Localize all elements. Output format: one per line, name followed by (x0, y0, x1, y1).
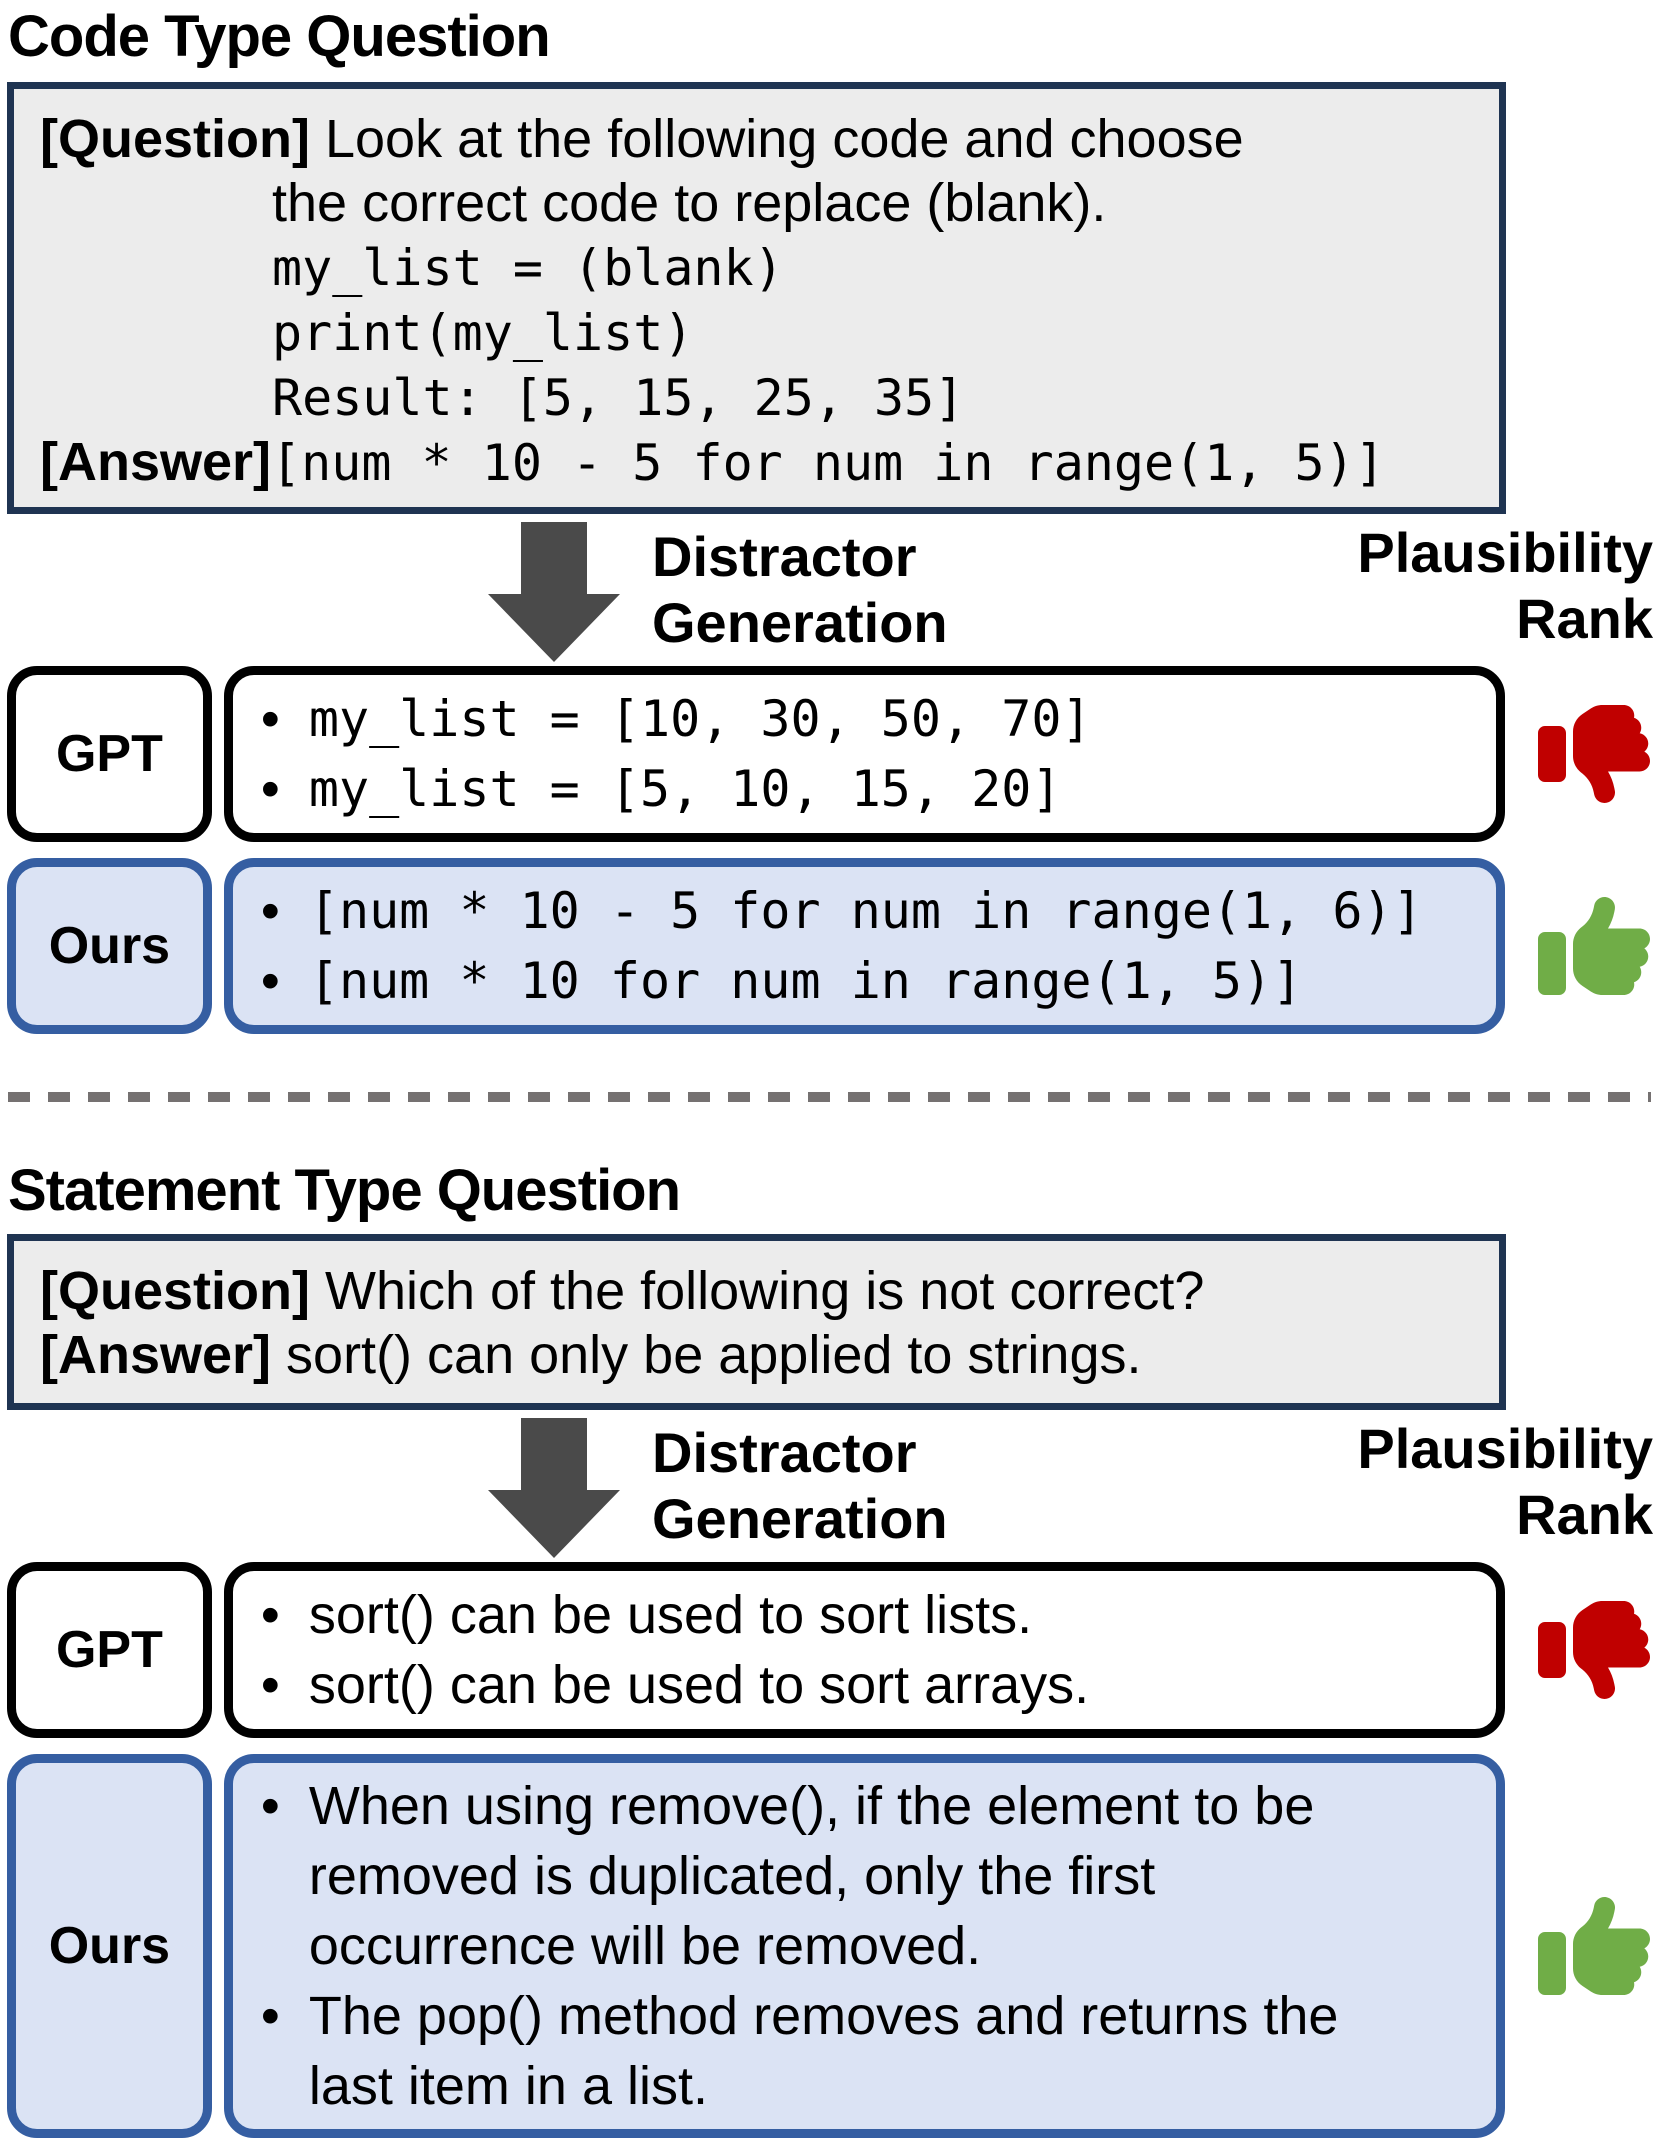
thumbs-up-icon (1538, 1896, 1650, 1995)
section-divider (8, 1092, 1651, 1102)
bullet-icon (261, 687, 309, 751)
bullet-icon (261, 949, 309, 1013)
list-item: [num * 10 - 5 for num in range(1, 6)] (261, 879, 1468, 943)
distractor-text: [num * 10 - 5 for num in range(1, 6)] (308, 882, 1423, 940)
list-item: my_list = [10, 30, 50, 70] (261, 687, 1468, 751)
list-item: [num * 10 for num in range(1, 5)] (261, 949, 1468, 1013)
ours-distractor-list: When using remove(), if the element to b… (223, 1754, 1505, 2138)
plausibility-rank-label: Plausibility Rank (1357, 520, 1653, 652)
list-item: When using remove(), if the element to b… (261, 1771, 1468, 1981)
answer-line: [Answer] sort() can only be applied to s… (40, 1323, 1475, 1387)
list-item: my_list = [5, 10, 15, 20] (261, 757, 1468, 821)
ours-row-statement: Ours When using remove(), if the element… (7, 1754, 1659, 2138)
distractor-label-line1: Distractor (652, 1421, 917, 1484)
question-text: Look at the following code and choose (324, 109, 1244, 169)
distractor-text: my_list = [10, 30, 50, 70] (308, 690, 1092, 748)
answer-line: [Answer][num * 10 - 5 for num in range(1… (40, 430, 1475, 495)
down-arrow-icon (488, 1418, 620, 1558)
question-tag: [Question] (40, 109, 325, 169)
question-tag: [Question] (40, 1261, 325, 1321)
ours-row-code: Ours [num * 10 - 5 for num in range(1, 6… (7, 858, 1659, 1034)
bullet-icon (261, 1653, 309, 1717)
thumbs-down-icon (1538, 1601, 1650, 1700)
verdict-cell (1529, 1562, 1659, 1738)
question-line: print(my_list) (40, 300, 1475, 365)
question-line: [Question] Look at the following code an… (40, 107, 1475, 171)
answer-tag: [Answer] (40, 1325, 287, 1385)
question-box-statement: [Question] Which of the following is not… (7, 1234, 1506, 1410)
plausibility-label-line1: Plausibility (1357, 1417, 1653, 1480)
distractor-text: [num * 10 for num in range(1, 5)] (308, 952, 1303, 1010)
thumbs-up-icon (1538, 896, 1650, 995)
distractor-generation-row: Distractor Generation Plausibility Rank (0, 520, 1659, 666)
question-text: Which of the following is not correct? (324, 1261, 1205, 1321)
question-line: [Question] Which of the following is not… (40, 1259, 1475, 1323)
code-line: print(my_list) (272, 304, 694, 362)
ours-distractor-list: [num * 10 - 5 for num in range(1, 6)] [n… (223, 858, 1505, 1034)
question-box-code: [Question] Look at the following code an… (7, 82, 1506, 514)
answer-code: [num * 10 - 5 for num in range(1, 5)] (271, 434, 1385, 492)
gpt-label: GPT (7, 666, 212, 842)
answer-tag: [Answer] (40, 432, 272, 492)
list-item: sort() can be used to sort lists. (261, 1583, 1468, 1647)
gpt-row-code: GPT my_list = [10, 30, 50, 70] my_list =… (7, 666, 1659, 842)
plausibility-rank-label: Plausibility Rank (1357, 1416, 1653, 1548)
bullet-icon (261, 1771, 309, 1841)
distractor-text: sort() can be used to sort lists. (308, 1585, 1033, 1645)
question-line: the correct code to replace (blank). (40, 171, 1475, 235)
bullet-icon (261, 1583, 309, 1647)
gpt-label: GPT (7, 1562, 212, 1738)
code-line: Result: [5, 15, 25, 35] (272, 369, 965, 427)
question-line: Result: [5, 15, 25, 35] (40, 365, 1475, 430)
gpt-row-statement: GPT sort() can be used to sort lists. so… (7, 1562, 1659, 1738)
plausibility-label-line2: Rank (1516, 1483, 1653, 1546)
list-item: The pop() method removes and returns the… (261, 1981, 1468, 2121)
verdict-cell (1529, 1754, 1659, 2138)
down-arrow-icon (488, 522, 620, 662)
distractor-generation-row: Distractor Generation Plausibility Rank (0, 1416, 1659, 1562)
gpt-distractor-list: my_list = [10, 30, 50, 70] my_list = [5,… (223, 666, 1505, 842)
question-line: my_list = (blank) (40, 235, 1475, 300)
verdict-cell (1529, 858, 1659, 1034)
distractor-label-line2: Generation (652, 591, 948, 654)
distractor-text: sort() can be used to sort arrays. (308, 1655, 1090, 1715)
code-line: my_list = (blank) (272, 239, 784, 297)
bullet-icon (261, 879, 309, 943)
distractor-text: When using remove(), if the element to b… (308, 1776, 1315, 1976)
section-title-statement-type: Statement Type Question (8, 1158, 681, 1223)
distractor-generation-label: Distractor Generation (652, 1420, 948, 1552)
list-item: sort() can be used to sort arrays. (261, 1653, 1468, 1717)
verdict-cell (1529, 666, 1659, 842)
plausibility-label-line2: Rank (1516, 587, 1653, 650)
bullet-icon (261, 1981, 309, 2051)
question-text: the correct code to replace (blank). (272, 173, 1107, 233)
bullet-icon (261, 757, 309, 821)
distractor-text: The pop() method removes and returns the… (308, 1986, 1339, 2116)
distractor-label-line1: Distractor (652, 525, 917, 588)
ours-label: Ours (7, 1754, 212, 2138)
section-title-code-type: Code Type Question (8, 4, 551, 69)
answer-text: sort() can only be applied to strings. (286, 1325, 1142, 1385)
plausibility-label-line1: Plausibility (1357, 521, 1653, 584)
distractor-label-line2: Generation (652, 1487, 948, 1550)
distractor-generation-label: Distractor Generation (652, 524, 948, 656)
distractor-text: my_list = [5, 10, 15, 20] (308, 760, 1062, 818)
ours-label: Ours (7, 858, 212, 1034)
gpt-distractor-list: sort() can be used to sort lists. sort()… (223, 1562, 1505, 1738)
thumbs-down-icon (1538, 705, 1650, 804)
